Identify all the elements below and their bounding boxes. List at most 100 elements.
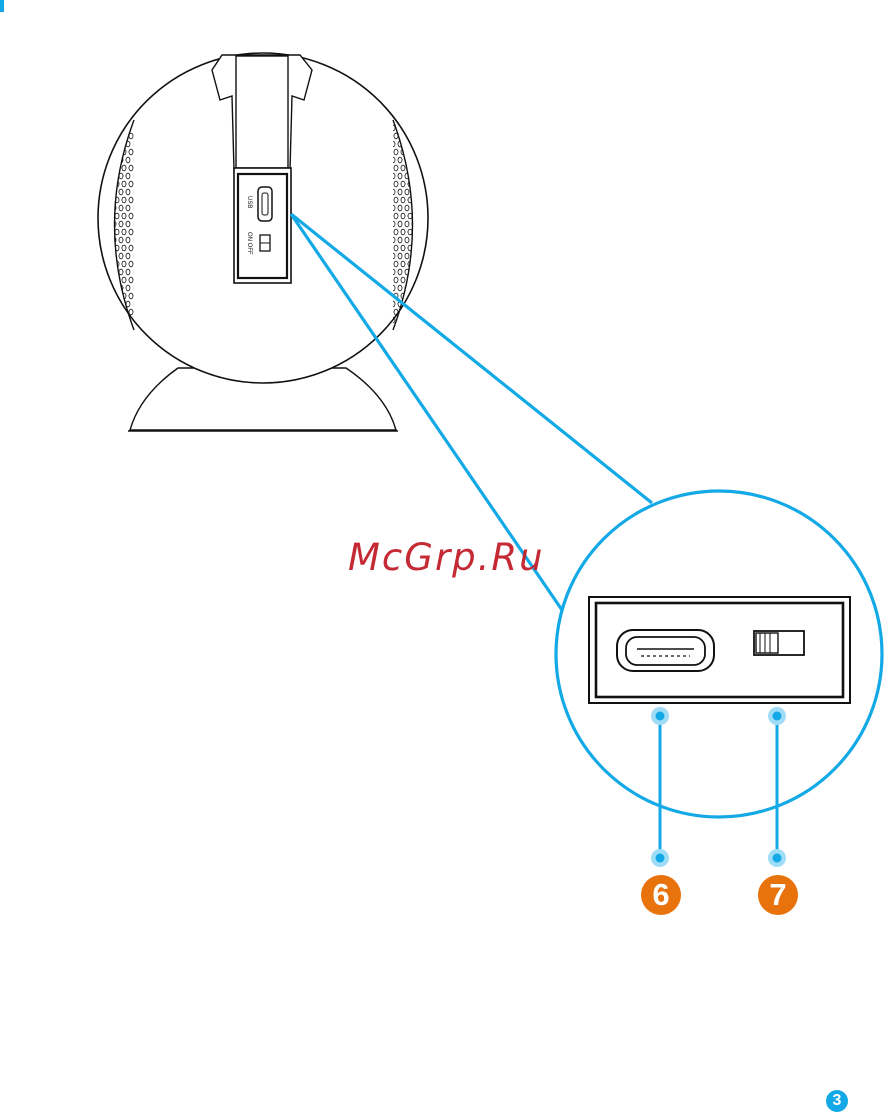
grille-hole	[422, 133, 426, 139]
device-usb-port-small	[258, 187, 272, 221]
grille-hole	[405, 109, 409, 115]
watermark-text: McGrp.Ru	[348, 536, 545, 579]
grille-hole	[101, 309, 105, 315]
grille-hole	[98, 333, 102, 339]
grille-hole	[105, 317, 109, 323]
grille-hole	[115, 117, 119, 123]
device-switch-label: ON OFF	[246, 232, 252, 255]
grille-hole	[412, 317, 416, 323]
grille-hole	[101, 325, 105, 331]
grille-hole	[119, 125, 123, 131]
grille-hole	[101, 293, 105, 299]
grille-hole	[108, 133, 112, 139]
grille-hole	[412, 125, 416, 131]
grille-hole	[419, 285, 423, 291]
grille-hole	[112, 301, 116, 307]
callout-badge-6: 6	[641, 875, 681, 915]
grille-hole	[398, 333, 402, 339]
grille-hole	[108, 309, 112, 315]
grille-hole	[105, 125, 109, 131]
grille-hole	[415, 133, 419, 139]
grille-hole	[98, 269, 102, 275]
grille-hole	[422, 293, 426, 299]
grille-hole	[405, 317, 409, 323]
grille-hole	[426, 269, 430, 275]
grille-hole	[98, 317, 102, 323]
grille-hole	[419, 125, 423, 131]
grille-hole	[126, 109, 130, 115]
grille-hole	[426, 253, 430, 259]
grille-hole	[119, 317, 123, 323]
grille-hole	[119, 109, 123, 115]
grille-hole	[415, 117, 419, 123]
grille-hole	[98, 109, 102, 115]
grille-hole	[398, 317, 402, 323]
grille-hole	[426, 333, 430, 339]
page-number-badge: 3	[826, 1090, 848, 1112]
grille-hole	[391, 333, 395, 339]
grille-hole	[398, 109, 402, 115]
grille-hole	[412, 141, 416, 147]
grille-hole	[426, 173, 430, 179]
grille-hole	[101, 133, 105, 139]
grille-hole	[122, 117, 126, 123]
grille-hole	[112, 317, 116, 323]
grille-hole	[112, 109, 116, 115]
grille-hole	[408, 325, 412, 331]
grille-hole	[401, 325, 405, 331]
grille-hole	[105, 141, 109, 147]
grille-hole	[419, 157, 423, 163]
grille-hole	[105, 285, 109, 291]
grille-hole	[112, 333, 116, 339]
grille-hole	[422, 117, 426, 123]
grille-hole	[419, 141, 423, 147]
grille-hole	[101, 117, 105, 123]
grille-hole	[426, 301, 430, 307]
grille-hole	[422, 149, 426, 155]
grille-hole	[419, 301, 423, 307]
grille-hole	[98, 141, 102, 147]
grille-hole	[422, 309, 426, 315]
grille-hole	[105, 333, 109, 339]
grille-hole	[119, 333, 123, 339]
grille-hole	[426, 157, 430, 163]
grille-hole	[422, 165, 426, 171]
grille-hole	[405, 333, 409, 339]
grille-hole	[122, 325, 126, 331]
grille-hole	[108, 293, 112, 299]
micro-usb-port	[617, 630, 714, 671]
grille-hole	[98, 173, 102, 179]
grille-hole	[105, 301, 109, 307]
grille-hole	[101, 149, 105, 155]
grille-hole	[108, 325, 112, 331]
grille-hole	[412, 301, 416, 307]
grille-hole	[105, 109, 109, 115]
callout-badge-7: 7	[758, 875, 798, 915]
grille-hole	[115, 309, 119, 315]
grille-hole	[419, 109, 423, 115]
grille-hole	[408, 117, 412, 123]
grille-hole	[426, 109, 430, 115]
grille-hole	[115, 325, 119, 331]
grille-hole	[415, 293, 419, 299]
grille-hole	[426, 141, 430, 147]
grille-hole	[426, 285, 430, 291]
power-switch	[754, 631, 804, 655]
grille-hole	[412, 109, 416, 115]
grille-hole	[98, 285, 102, 291]
grille-hole	[98, 157, 102, 163]
grille-hole	[412, 333, 416, 339]
grille-hole	[426, 125, 430, 131]
grille-hole	[408, 133, 412, 139]
grille-hole	[419, 333, 423, 339]
grille-hole	[401, 309, 405, 315]
grille-hole	[126, 333, 130, 339]
grille-hole	[112, 125, 116, 131]
grille-hole	[101, 277, 105, 283]
grille-hole	[422, 325, 426, 331]
device-port-panel	[234, 168, 291, 283]
grille-hole	[98, 301, 102, 307]
grille-hole	[415, 325, 419, 331]
grille-hole	[108, 117, 112, 123]
grille-hole	[405, 125, 409, 131]
